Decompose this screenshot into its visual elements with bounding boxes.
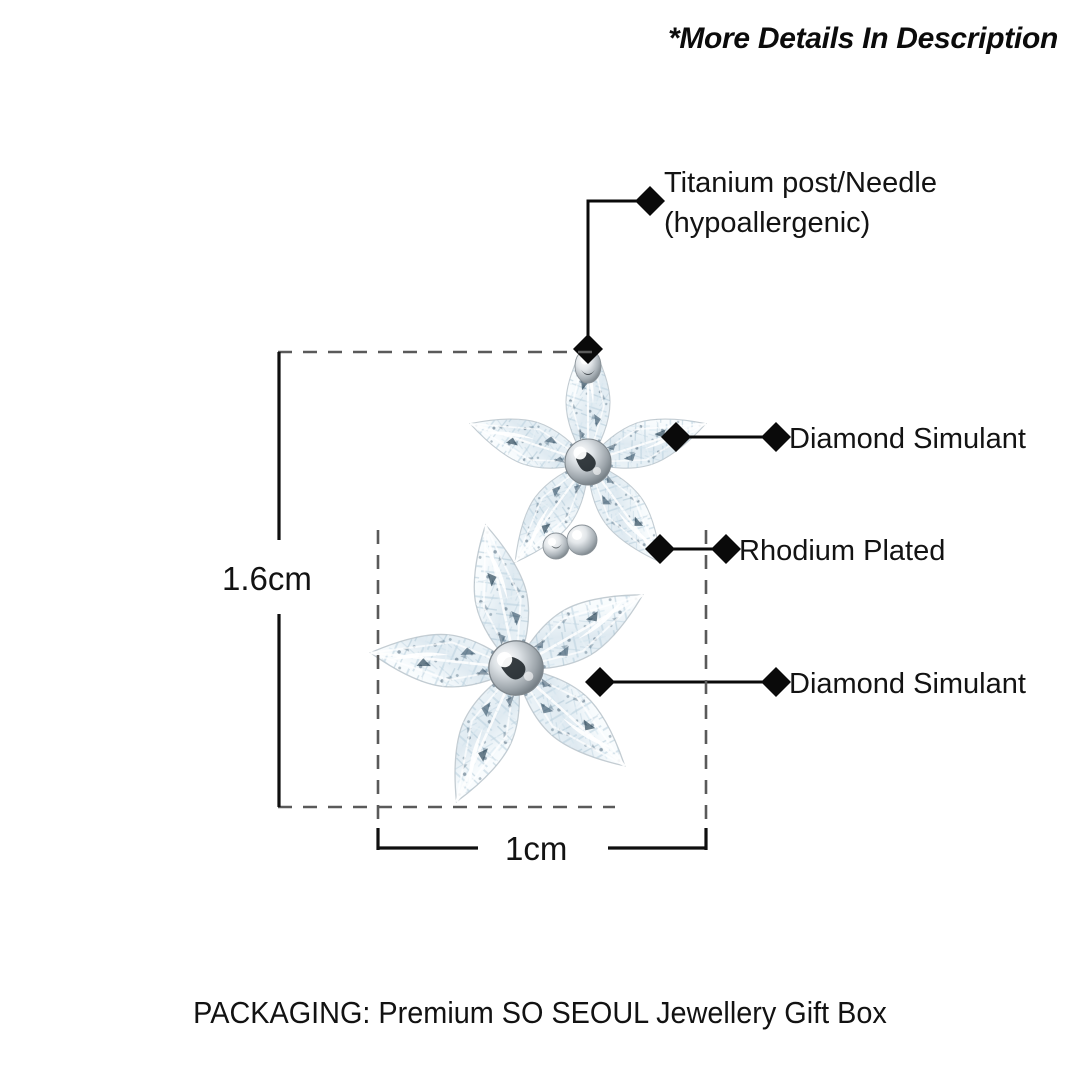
annotation-diamond-simulant-bottom: Diamond Simulant bbox=[789, 664, 1026, 704]
annotation-diamond-simulant-top: Diamond Simulant bbox=[789, 419, 1026, 459]
lower-flower bbox=[342, 494, 688, 829]
annotation-titanium-post: Titanium post/Needle (hypoallergenic) bbox=[664, 163, 937, 243]
annotation-rhodium-plated-line1: Rhodium Plated bbox=[739, 535, 946, 567]
flower-connector bbox=[542, 524, 598, 560]
titanium-post bbox=[574, 348, 602, 384]
annotation-diamond-simulant-top-line1: Diamond Simulant bbox=[789, 423, 1026, 455]
height-dimension-label: 1.6cm bbox=[222, 560, 312, 597]
annotation-titanium-post-line1: Titanium post/Needle bbox=[664, 167, 937, 199]
upper-flower bbox=[463, 338, 712, 575]
annotation-rhodium-plated: Rhodium Plated bbox=[739, 531, 945, 571]
annotation-diamond-simulant-bottom-line1: Diamond Simulant bbox=[789, 668, 1026, 700]
header-note: *More Details In Description bbox=[667, 22, 1058, 55]
width-dimension-label: 1cm bbox=[505, 830, 568, 867]
packaging-note: PACKAGING: Premium SO SEOUL Jewellery Gi… bbox=[193, 995, 887, 1030]
annotation-titanium-post-line2: (hypoallergenic) bbox=[664, 207, 871, 239]
